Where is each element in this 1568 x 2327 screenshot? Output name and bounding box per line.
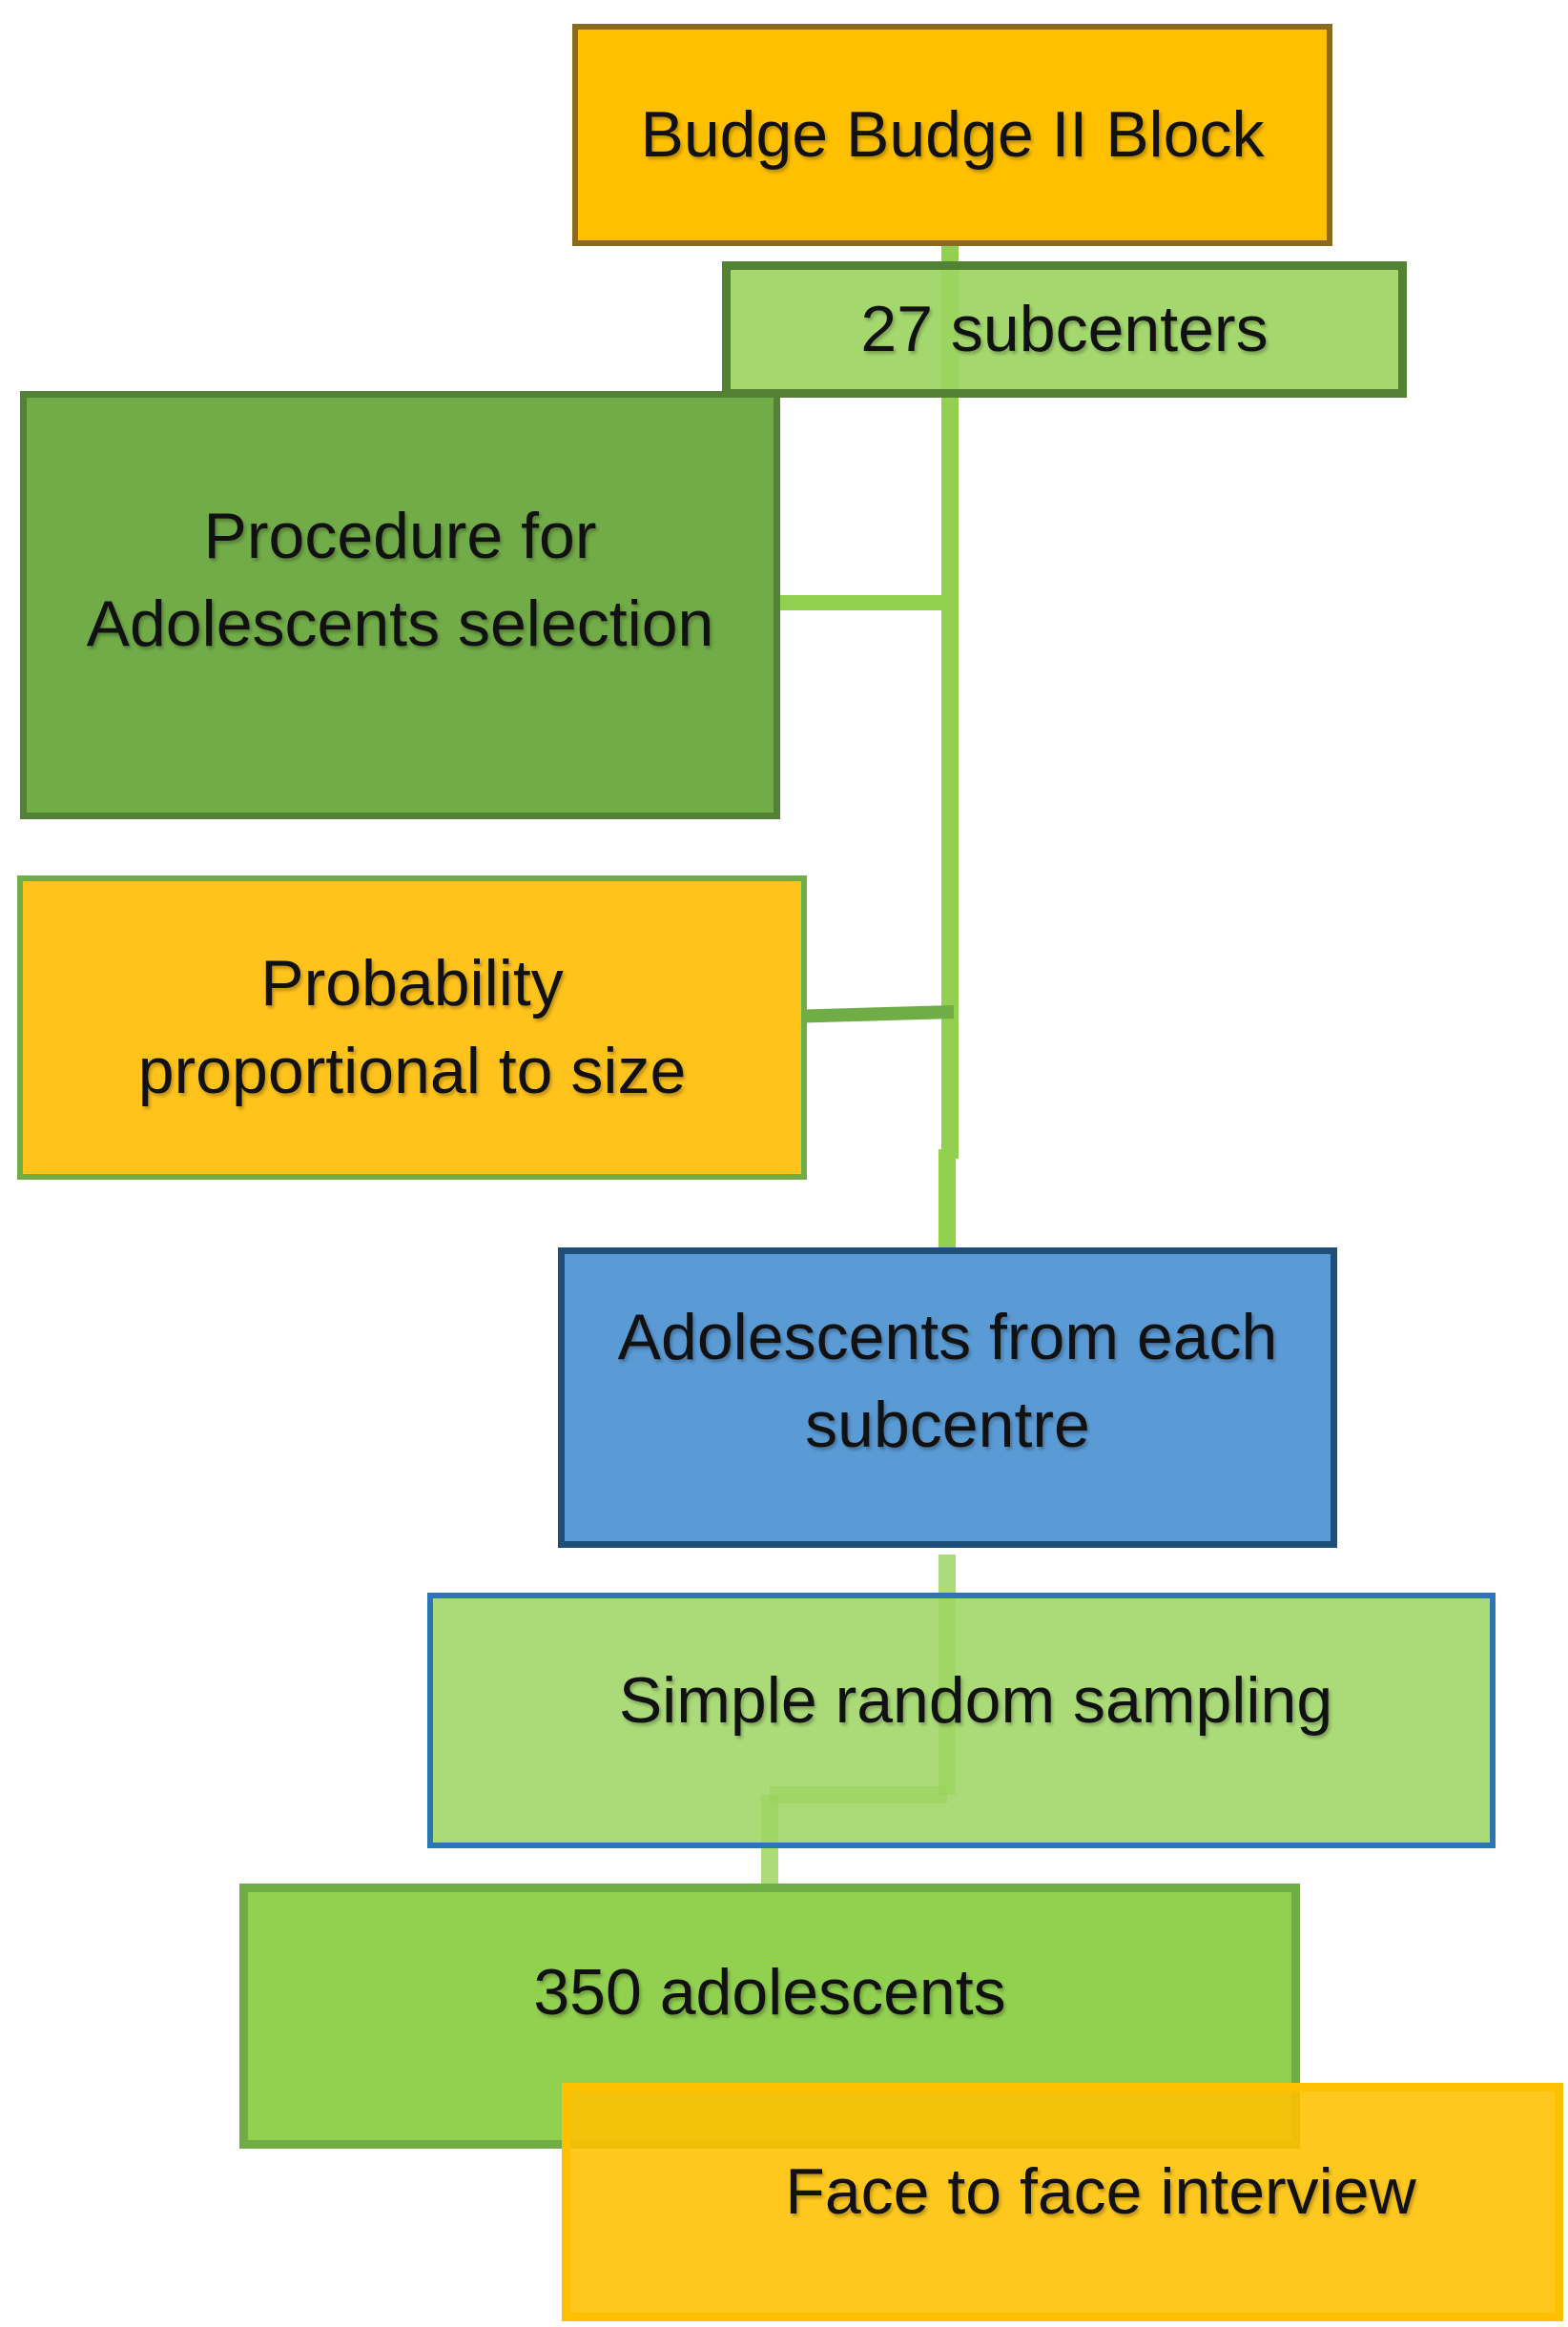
sample-node-label: 350 adolescents xyxy=(533,1956,1006,2028)
procedure-node-line2: Adolescents selection xyxy=(86,587,714,660)
procedure-node: Procedure for Adolescents selection xyxy=(20,391,780,819)
subcenters-node: 27 subcenters xyxy=(722,261,1407,398)
adolescents-each-node-line2: subcentre xyxy=(805,1388,1090,1461)
block-node-label: Budge Budge II Block xyxy=(640,97,1265,171)
adolescents-each-node-line1: Adolescents from each xyxy=(617,1301,1278,1373)
pps-node: Probability proportional to size xyxy=(17,875,807,1180)
block-node: Budge Budge II Block xyxy=(572,24,1332,246)
pps-node-line2: proportional to size xyxy=(137,1034,687,1107)
pps-node-line1: Probability xyxy=(260,946,564,1019)
interview-node: Face to face interview xyxy=(562,2083,1563,2321)
procedure-node-line1: Procedure for xyxy=(203,500,597,572)
pps-branch-connector xyxy=(787,1005,955,1023)
interview-node-label: Face to face interview xyxy=(785,2155,1416,2229)
srs-node: Simple random sampling xyxy=(427,1593,1496,1848)
srs-node-label: Simple random sampling xyxy=(618,1664,1333,1738)
subcenters-node-label: 27 subcenters xyxy=(860,292,1269,365)
adolescents-each-node: Adolescents from each subcentre xyxy=(558,1247,1337,1548)
